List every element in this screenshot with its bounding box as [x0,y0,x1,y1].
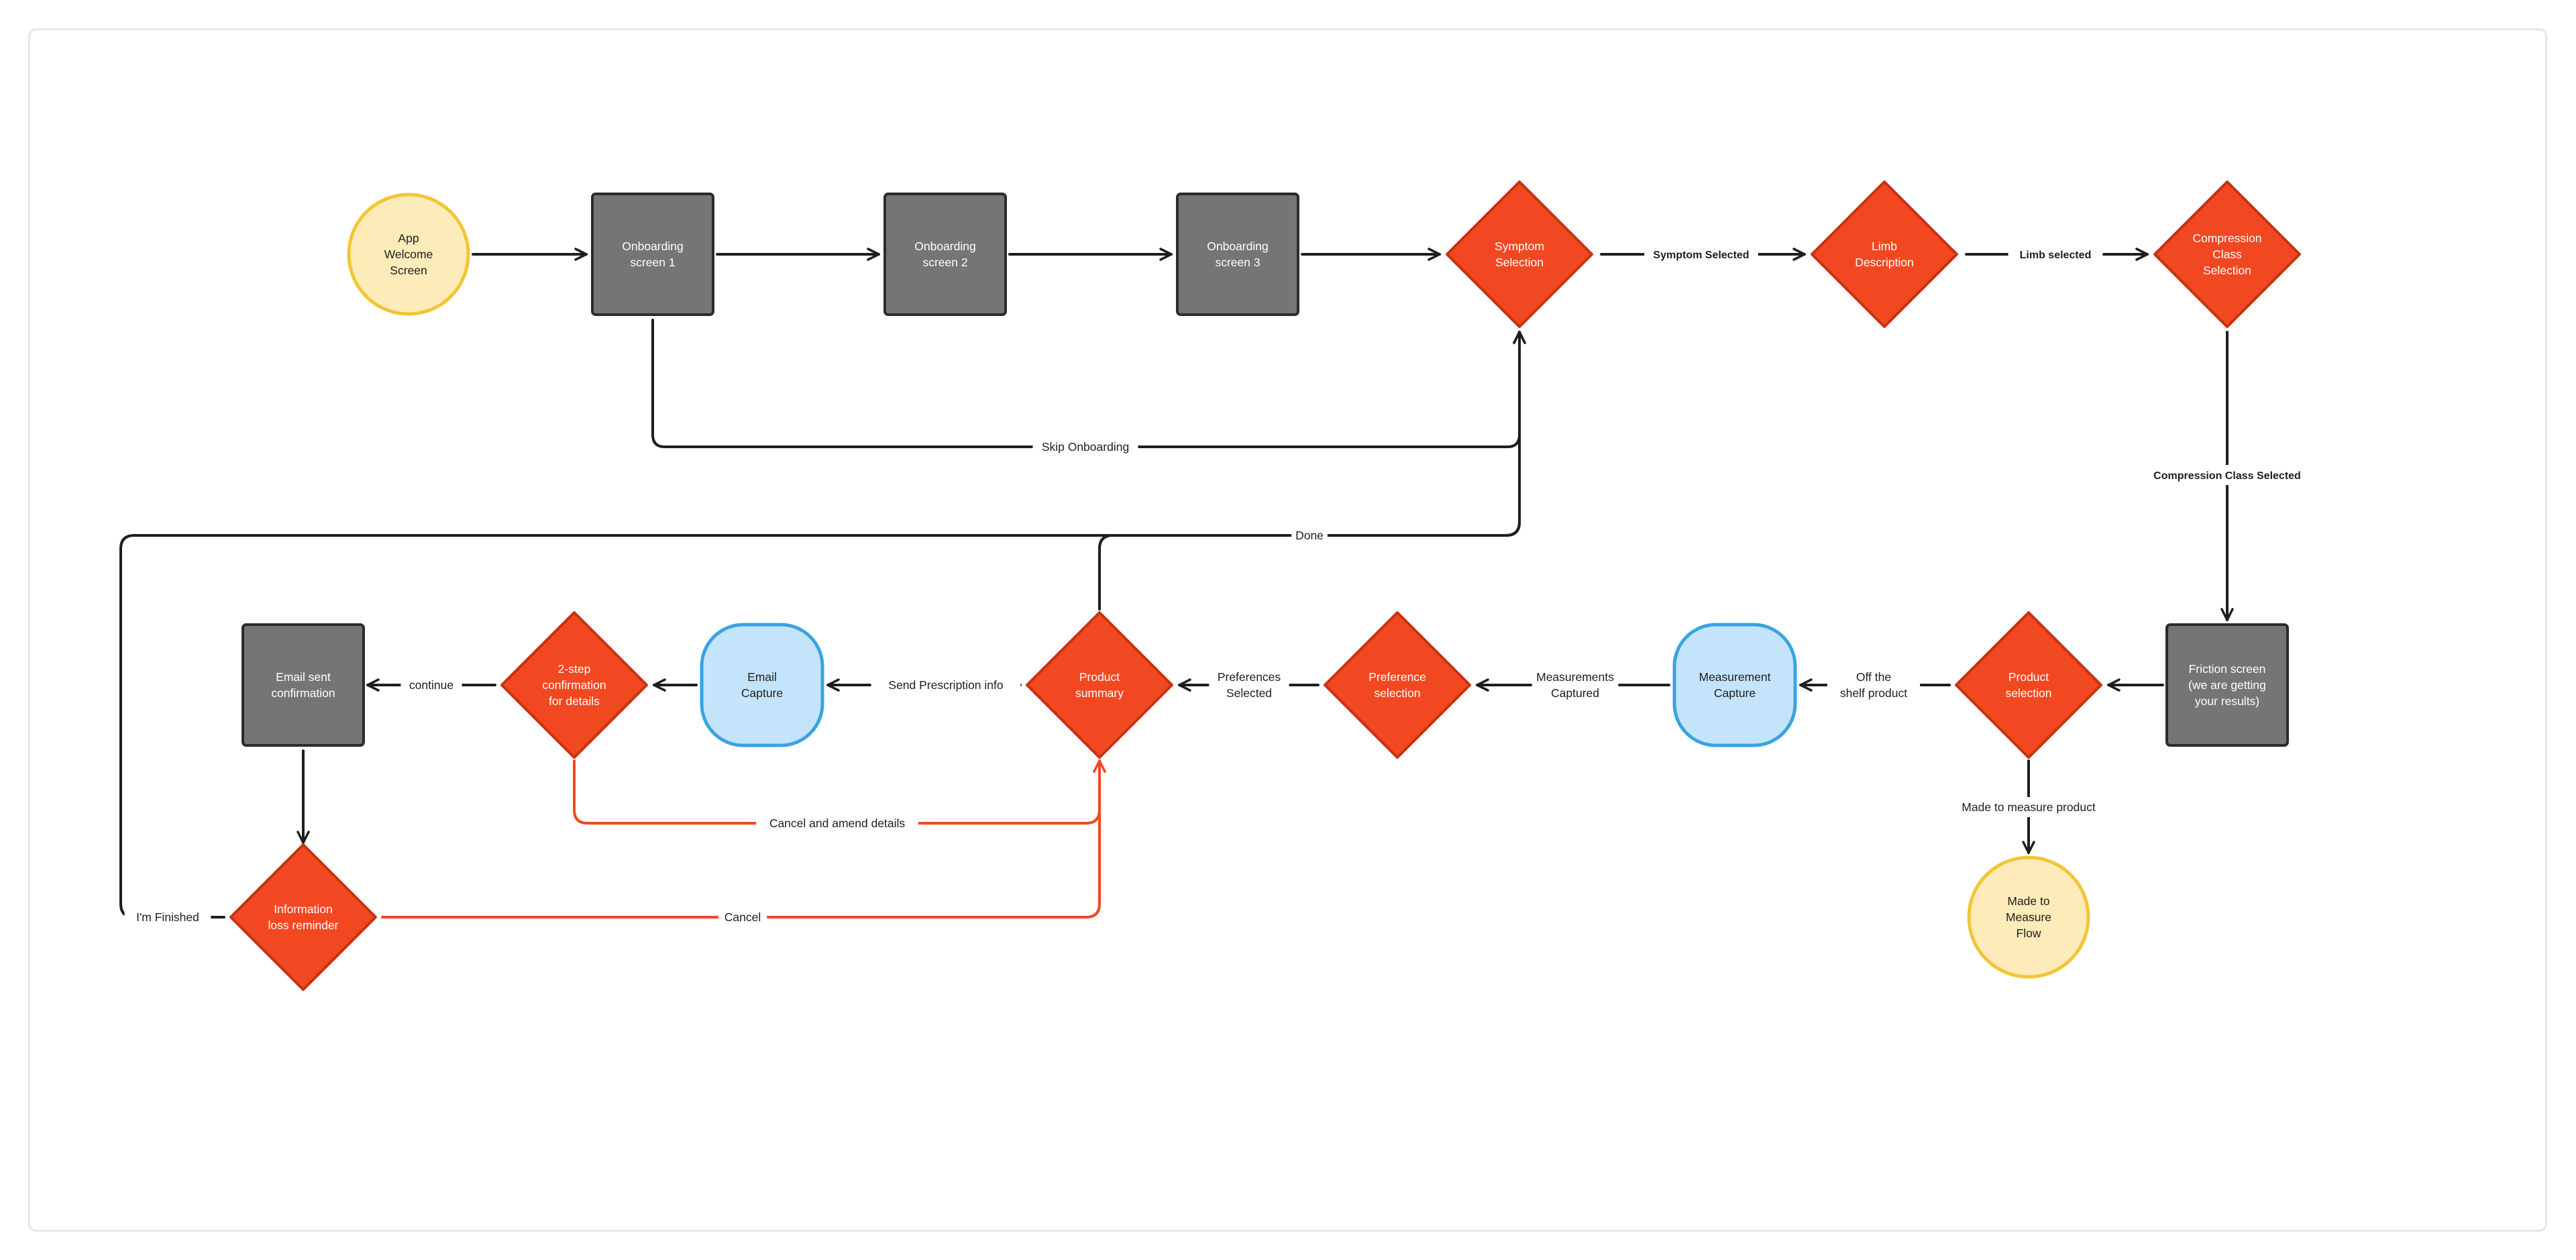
made-to-measure-product-edge-label: Made to measure product [1950,797,2107,817]
product-summary-node: Product summary [1026,611,1173,759]
information-loss-reminder-label-line: loss reminder [268,918,338,932]
compression-class-selected-label-line: Compression Class Selected [2153,470,2301,482]
product-summary-label-line: summary [1075,686,1124,700]
im-finished-edge-label: I'm Finished [124,907,211,927]
preferences-selected-label-line: Selected [1226,686,1272,700]
two-step-confirmation-node: 2-step confirmation for details [500,611,648,759]
im-finished-label-line: I'm Finished [136,910,199,924]
preference-selection-node: Preference selection [1324,611,1471,759]
app-welcome-label-line: Screen [390,264,427,277]
onboarding-1-label-line: screen 1 [630,256,675,269]
continue-label-line: continue [409,678,453,692]
onboarding-1-label-line: Onboarding [622,240,683,253]
off-the-shelf-product-edge-label: Off the shelf product [1827,667,1921,703]
friction-screen-label-line: (we are getting [2188,678,2266,692]
made-to-measure-flow-label-line: Made to [2007,894,2049,908]
off-the-shelf-product-label-line: Off the [1856,670,1891,684]
friction-screen-node: Friction screen (we are getting your resul… [2165,623,2289,747]
cancel-edge-label: Cancel [718,907,767,927]
skip-onboarding-edge-label: Skip Onboarding [1032,437,1138,457]
compression-class-selection-label-line: Compression [2192,231,2261,245]
onboarding-2-node: Onboarding screen 2 [883,193,1007,316]
measurements-captured-label-line: Captured [1551,686,1599,700]
compression-class-selection-label-line: Selection [2203,264,2251,277]
symptom-selection-label-line: Symptom [1495,240,1544,253]
friction-screen-label-line: your results) [2195,694,2259,708]
email-capture-label-line: Email [747,670,777,684]
onboarding-3-label-line: screen 3 [1215,256,1260,269]
onboarding-3-node: Onboarding screen 3 [1176,193,1299,316]
send-prescription-info-label-line: Send Prescription info [888,678,1003,692]
made-to-measure-product-label-line: Made to measure product [1962,800,2096,814]
symptom-selected-label-line: Symptom Selected [1653,250,1749,261]
product-selection-node: Product selection [1955,611,2102,759]
made-to-measure-flow-label-line: Measure [2006,910,2051,924]
onboarding-1-node: Onboarding screen 1 [591,193,714,316]
preferences-selected-label-line: Preferences [1218,670,1281,684]
cancel-and-amend-details-label-line: Cancel and amend details [769,817,906,830]
limb-selected-edge-label: Limb selected [2008,244,2103,264]
cancel-label-line: Cancel [724,910,761,924]
information-loss-reminder-node: Information loss reminder [229,843,377,991]
limb-description-label-line: Description [1855,256,1914,269]
limb-description-label-line: Limb [1872,240,1897,253]
limb-selected-label-line: Limb selected [2020,250,2092,261]
two-step-confirmation-label-line: 2-step [558,662,591,676]
email-sent-confirmation-label-line: Email sent [276,670,331,684]
summary-done-to-symptom-connector [1098,331,1526,611]
app-welcome-label-line: App [398,231,419,245]
connectors-layer [119,248,2234,918]
product-selection-label-line: Product [2008,670,2049,684]
off-the-shelf-product-label-line: shelf product [1840,686,1907,700]
symptom-selection-label-line: Selection [1495,256,1544,269]
compression-class-selected-edge-label: Compression Class Selected [2138,465,2316,485]
onboarding-3-label-line: Onboarding [1207,240,1268,253]
measurement-capture-label-line: Capture [1714,686,1756,700]
onboarding-2-label-line: Onboarding [914,240,975,253]
email-sent-confirmation-label-line: confirmation [271,686,335,700]
two-step-confirmation-label-line: for details [549,694,600,708]
continue-edge-label: continue [400,675,462,695]
compression-class-selection-label-line: Class [2212,248,2242,261]
made-to-measure-flow-label-line: Flow [2017,927,2041,940]
done-edge-label: Done [1291,525,1328,545]
send-prescription-info-edge-label: Send Prescription info [871,675,1021,695]
preference-selection-label-line: Preference [1368,670,1426,684]
email-capture-label-line: Capture [741,686,783,700]
info-loss-cancel-connector [381,759,1106,918]
preference-selection-label-line: selection [1374,686,1420,700]
measurements-captured-label-line: Measurements [1536,670,1614,684]
onboarding-2-label-line: screen 2 [922,256,967,269]
skip-onboarding-label-line: Skip Onboarding [1042,440,1129,454]
email-sent-confirmation-node: Email sent confirmation [241,623,365,747]
two-step-confirmation-label-line: confirmation [542,678,606,692]
skip-onboarding-connector [651,319,1526,448]
edge-labels-layer: Symptom Selected Limb selectedCompression… [124,244,2316,927]
symptom-selected-edge-label: Symptom Selected [1644,244,1758,264]
measurement-capture-label-line: Measurement [1699,670,1771,684]
cancel-and-amend-details-edge-label: Cancel and amend details [756,813,918,833]
product-selection-label-line: selection [2005,686,2051,700]
friction-screen-label-line: Friction screen [2189,662,2266,676]
information-loss-reminder-label-line: Information [274,902,333,916]
app-welcome-label-line: Welcome [384,248,433,261]
product-summary-label-line: Product [1079,670,1120,684]
done-label-line: Done [1295,529,1324,542]
